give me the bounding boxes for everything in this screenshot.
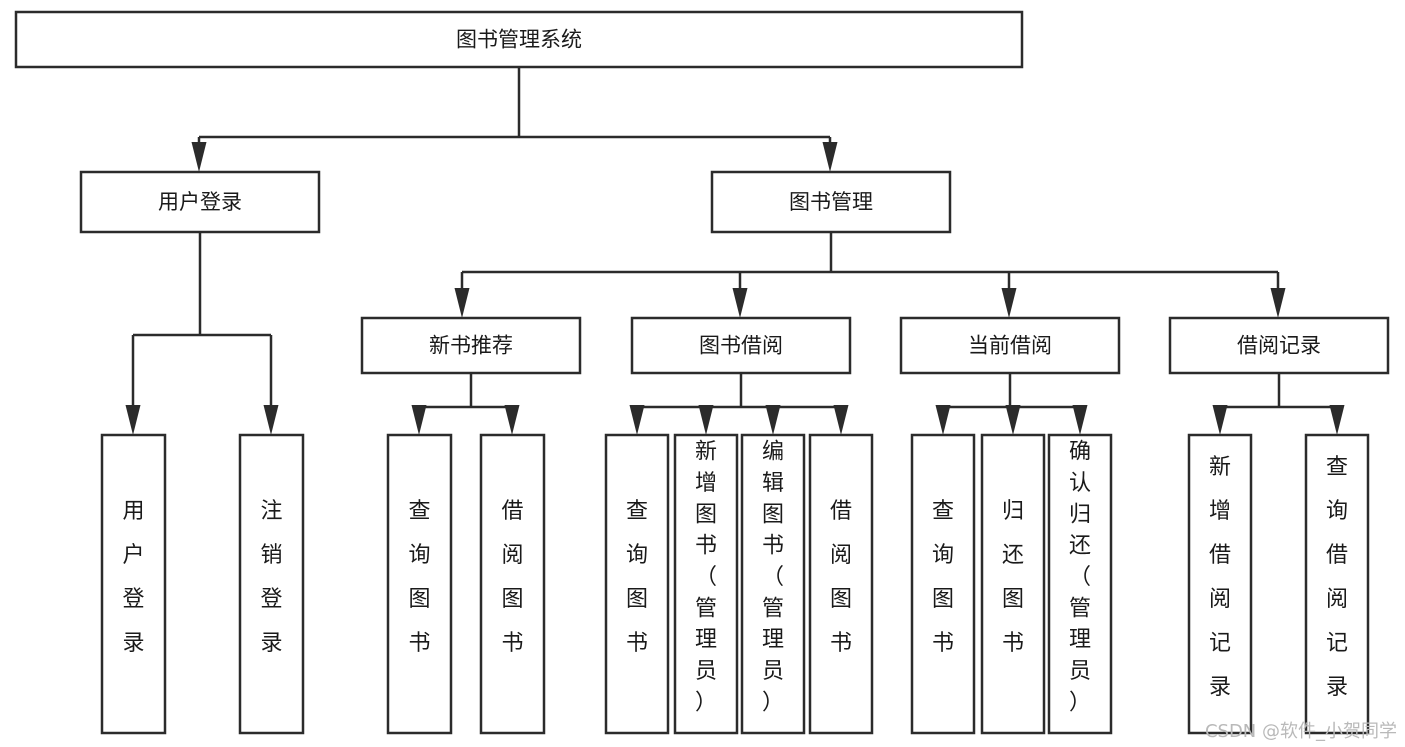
node-cur-return-book[interactable]: 归还图书: [980, 433, 1046, 735]
node-label-user-login: 用户登录: [158, 190, 242, 214]
node-box-borrow-edit-book[interactable]: [740, 433, 806, 735]
arrow-head-icon: [1270, 288, 1286, 318]
arrow-head-icon: [732, 288, 748, 318]
node-label-new-book-rec: 新书推荐: [429, 334, 513, 358]
arrow-head-icon: [191, 142, 207, 172]
node-current-borrow[interactable]: 当前借阅: [899, 316, 1121, 375]
arrow-head-icon: [822, 142, 838, 172]
node-book-manage[interactable]: 图书管理: [710, 170, 952, 234]
node-borrow-edit-book[interactable]: 编辑图书（管理员）: [740, 433, 806, 735]
arrow-head-icon: [454, 288, 470, 318]
node-label-borrow-query-book: 查询图书: [626, 499, 648, 656]
arrow-head-icon: [698, 405, 714, 435]
node-box-cur-return-book[interactable]: [980, 433, 1046, 735]
node-label-book-manage: 图书管理: [789, 190, 873, 214]
node-label-borrow-edit-book: 编辑图书（管理员）: [762, 440, 784, 716]
node-label-rec-query-record: 查询借阅记录: [1326, 455, 1348, 700]
node-cur-query-book[interactable]: 查询图书: [910, 433, 976, 735]
node-label-cur-query-book: 查询图书: [932, 499, 954, 656]
node-box-borrow-borrow-book[interactable]: [808, 433, 874, 735]
arrow-head-icon: [411, 405, 427, 435]
connector-current-borrow: [935, 373, 1088, 435]
node-box-book-borrow[interactable]: [630, 316, 852, 375]
watermark-text: CSDN @软件_小贺同学: [1204, 721, 1397, 742]
node-box-cur-query-book[interactable]: [910, 433, 976, 735]
arrow-head-icon: [1212, 405, 1228, 435]
node-box-rec-query-record[interactable]: [1304, 433, 1370, 735]
arrow-head-icon: [629, 405, 645, 435]
node-label-rec-borrow-book: 借阅图书: [501, 499, 523, 656]
connector-layer: [125, 67, 1345, 435]
node-label-current-borrow: 当前借阅: [968, 334, 1052, 358]
node-label-rec-query-book: 查询图书: [408, 499, 430, 656]
connector-borrow-record: [1212, 373, 1345, 435]
arrow-head-icon: [765, 405, 781, 435]
node-user-logout[interactable]: 注销登录: [238, 433, 305, 735]
connector-root: [191, 67, 838, 172]
node-label-book-borrow: 图书借阅: [699, 334, 783, 358]
node-box-book-manage[interactable]: [710, 170, 952, 234]
arrow-head-icon: [1072, 405, 1088, 435]
node-book-borrow[interactable]: 图书借阅: [630, 316, 852, 375]
node-box-borrow-query-book[interactable]: [604, 433, 670, 735]
node-new-book-rec[interactable]: 新书推荐: [360, 316, 582, 375]
arrow-head-icon: [1005, 405, 1021, 435]
node-label-rec-add-record: 新增借阅记录: [1209, 455, 1231, 700]
node-box-root[interactable]: [14, 10, 1024, 69]
node-box-rec-add-record[interactable]: [1187, 433, 1253, 735]
arrow-head-icon: [1001, 288, 1017, 318]
node-box-rec-borrow-book[interactable]: [479, 433, 546, 735]
node-rec-borrow-book[interactable]: 借阅图书: [479, 433, 546, 735]
node-user-login[interactable]: 用户登录: [79, 170, 321, 234]
node-box-borrow-record[interactable]: [1168, 316, 1390, 375]
node-label-cur-confirm-return: 确认归还（管理员）: [1069, 440, 1091, 716]
node-rec-query-book[interactable]: 查询图书: [386, 433, 453, 735]
node-borrow-record[interactable]: 借阅记录: [1168, 316, 1390, 375]
node-label-user-login-do: 用户登录: [122, 499, 144, 656]
connector-book-manage: [454, 232, 1286, 318]
arrow-head-icon: [263, 405, 279, 435]
node-rec-add-record[interactable]: 新增借阅记录: [1187, 433, 1253, 735]
node-label-borrow-borrow-book: 借阅图书: [830, 499, 852, 656]
node-label-root: 图书管理系统: [456, 28, 582, 52]
node-borrow-borrow-book[interactable]: 借阅图书: [808, 433, 874, 735]
node-label-borrow-add-book: 新增图书（管理员）: [695, 440, 717, 716]
node-rec-query-record[interactable]: 查询借阅记录: [1304, 433, 1370, 735]
node-borrow-add-book[interactable]: 新增图书（管理员）: [673, 433, 739, 735]
connector-book-borrow: [629, 373, 849, 435]
node-label-borrow-record: 借阅记录: [1237, 334, 1321, 358]
node-box-user-login[interactable]: [79, 170, 321, 234]
arrow-head-icon: [833, 405, 849, 435]
node-box-rec-query-book[interactable]: [386, 433, 453, 735]
node-user-login-do[interactable]: 用户登录: [100, 433, 167, 735]
node-cur-confirm-return[interactable]: 确认归还（管理员）: [1047, 433, 1113, 735]
node-box-new-book-rec[interactable]: [360, 316, 582, 375]
node-layer: 图书管理系统用户登录图书管理新书推荐图书借阅当前借阅借阅记录用户登录注销登录查询…: [14, 10, 1390, 735]
node-box-cur-confirm-return[interactable]: [1047, 433, 1113, 735]
node-box-current-borrow[interactable]: [899, 316, 1121, 375]
node-box-borrow-add-book[interactable]: [673, 433, 739, 735]
node-borrow-query-book[interactable]: 查询图书: [604, 433, 670, 735]
node-box-user-logout[interactable]: [238, 433, 305, 735]
arrow-head-icon: [125, 405, 141, 435]
connector-new-book-rec: [411, 373, 520, 435]
arrow-head-icon: [935, 405, 951, 435]
arrow-head-icon: [1329, 405, 1345, 435]
arrow-head-icon: [504, 405, 520, 435]
node-label-cur-return-book: 归还图书: [1002, 499, 1024, 656]
node-label-user-logout: 注销登录: [260, 499, 282, 656]
connector-user-login: [125, 232, 279, 435]
node-root[interactable]: 图书管理系统: [14, 10, 1024, 69]
node-box-user-login-do[interactable]: [100, 433, 167, 735]
